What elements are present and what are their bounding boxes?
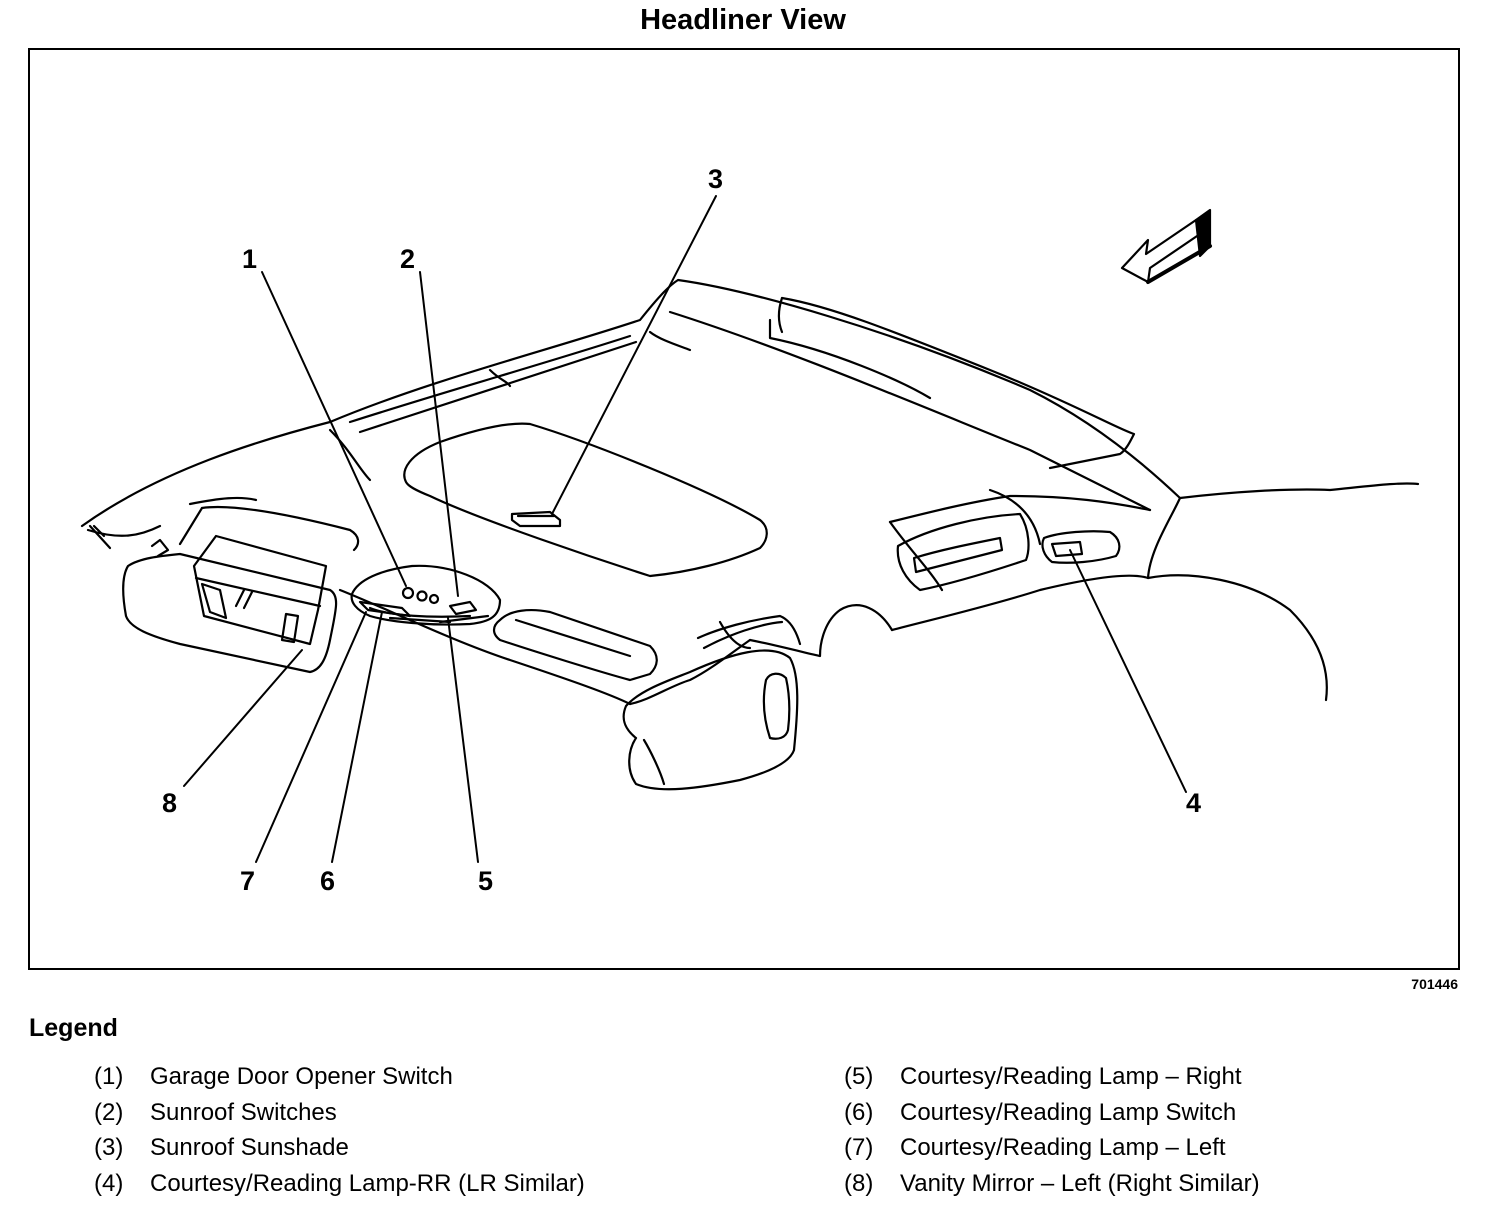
legend-item: (4) Courtesy/Reading Lamp-RR (LR Similar…: [94, 1170, 585, 1206]
diagram-title: Headliner View: [640, 4, 846, 36]
headliner-outline: [80, 278, 1420, 706]
legend-item: (2) Sunroof Switches: [94, 1099, 585, 1135]
callout-7: 7: [240, 866, 255, 896]
legend-label: Garage Door Opener Switch: [150, 1063, 453, 1090]
legend-column-right: (5) Courtesy/Reading Lamp – Right (6) Co…: [844, 1063, 1260, 1205]
legend-item: (1) Garage Door Opener Switch: [94, 1063, 585, 1099]
overhead-console: [350, 564, 502, 626]
legend-number: (3): [94, 1134, 124, 1161]
legend-item: (5) Courtesy/Reading Lamp – Right: [844, 1063, 1260, 1099]
figure-id: 701446: [1411, 976, 1458, 992]
legend-item: (8) Vanity Mirror – Left (Right Similar): [844, 1170, 1260, 1206]
legend-number: (7): [844, 1134, 874, 1161]
legend-number: (5): [844, 1063, 874, 1090]
right-sun-visor: [492, 609, 802, 791]
callout-8: 8: [162, 788, 177, 818]
callout-labels: 1 2 3 4 5 6 7 8: [162, 164, 1201, 896]
legend-label: Courtesy/Reading Lamp – Left: [900, 1134, 1226, 1161]
legend-number: (8): [844, 1169, 874, 1197]
legend-label: Courtesy/Reading Lamp – Right: [900, 1063, 1242, 1090]
callout-6: 6: [320, 866, 335, 896]
legend-number: (4): [94, 1169, 124, 1197]
legend-number: (6): [844, 1098, 874, 1126]
legend-label: Courtesy/Reading Lamp-RR (LR Similar): [150, 1169, 585, 1197]
legend-column-left: (1) Garage Door Opener Switch (2) Sunroo…: [94, 1063, 585, 1205]
diagram-frame: 1 2 3 4 5 6 7 8: [28, 48, 1460, 970]
legend-item: (3) Sunroof Sunshade: [94, 1134, 585, 1170]
sunroof-opening: [403, 422, 768, 578]
front-direction-arrow-icon: [1120, 208, 1212, 284]
legend-heading: Legend: [29, 1014, 118, 1042]
sunroof-sunshade-handle: [510, 510, 562, 528]
legend-label: Sunroof Sunshade: [150, 1134, 349, 1161]
left-sun-visor: [122, 505, 360, 674]
legend-label: Courtesy/Reading Lamp Switch: [900, 1098, 1237, 1126]
legend-label: Sunroof Switches: [150, 1098, 337, 1126]
headliner-illustration: 1 2 3 4 5 6 7 8: [80, 164, 1420, 896]
rear-reading-lamp: [1041, 530, 1121, 564]
legend-item: (6) Courtesy/Reading Lamp Switch: [844, 1099, 1260, 1135]
callout-3: 3: [708, 164, 723, 194]
legend-label: Vanity Mirror – Left (Right Similar): [900, 1169, 1260, 1197]
callout-4: 4: [1186, 788, 1201, 818]
callout-2: 2: [400, 244, 415, 274]
assist-grip: [896, 512, 1030, 592]
legend-number: (1): [94, 1063, 124, 1090]
callout-leaders: [183, 195, 1187, 863]
callout-5: 5: [478, 866, 493, 896]
legend-number: (2): [94, 1098, 124, 1126]
callout-1: 1: [242, 244, 257, 274]
legend-item: (7) Courtesy/Reading Lamp – Left: [844, 1134, 1260, 1170]
